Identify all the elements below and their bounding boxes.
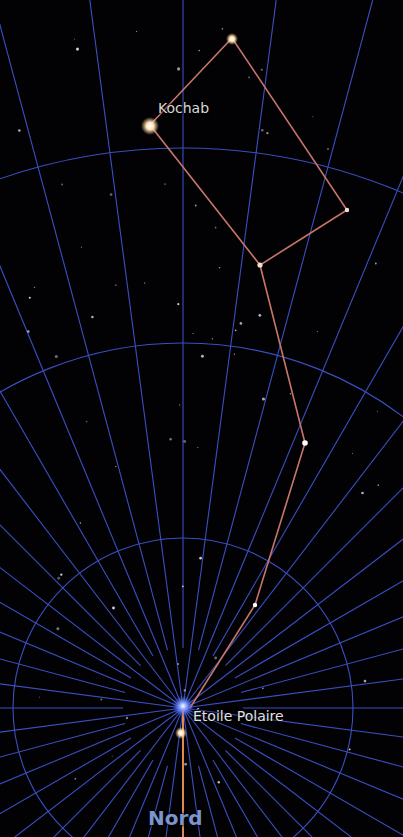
star [302,440,308,446]
kochab-star [141,117,159,135]
star [257,262,262,267]
star-name: Kochab [158,100,209,116]
star [226,33,238,45]
star-name: Étoile Polaire [193,708,284,724]
constellation-lines [150,38,347,708]
star [345,208,349,212]
polaris-star [172,695,194,717]
direction-label: Nord [148,806,203,830]
star [253,603,257,607]
star [175,727,187,739]
field-stars [18,28,379,783]
